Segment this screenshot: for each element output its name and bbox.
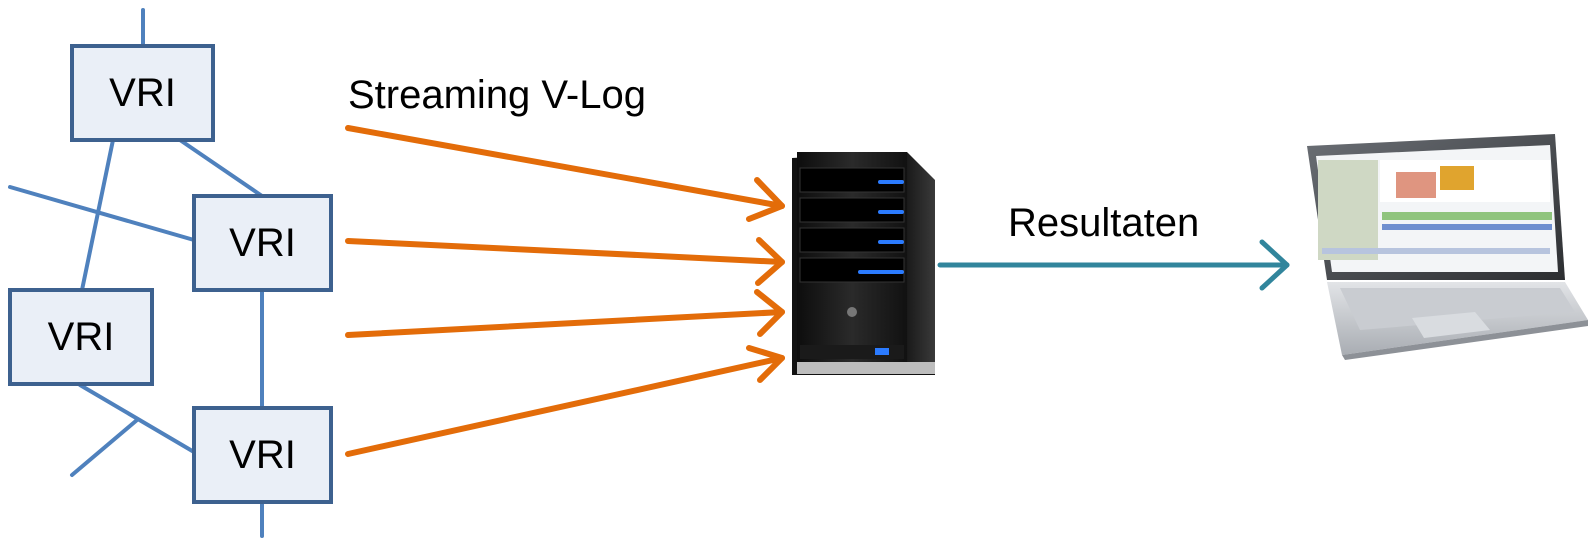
results-arrow [937,239,1290,291]
vri-node-label: VRI [229,221,296,265]
vri-node-label: VRI [229,433,296,477]
resultaten-label: Resultaten [1008,201,1199,245]
network-line [8,185,196,242]
stream-arrow [345,125,785,222]
stream-arrow [345,289,785,338]
server-tower-icon [792,152,935,375]
vri-node-3: VRI [8,288,154,386]
network-lines [8,8,264,538]
network-line [70,418,139,477]
vri-node-label: VRI [48,315,115,359]
stream-arrows [345,125,785,457]
vri-node-label: VRI [109,71,176,115]
stream-arrow [345,345,785,457]
vri-node-4: VRI [192,406,333,504]
vri-node-1: VRI [70,44,215,142]
network-line [80,138,115,292]
vri-node-2: VRI [192,194,333,292]
streaming-vlog-label: Streaming V-Log [348,73,646,117]
stream-arrow [345,237,785,286]
laptop-icon [1307,134,1588,360]
network-line [178,138,264,198]
